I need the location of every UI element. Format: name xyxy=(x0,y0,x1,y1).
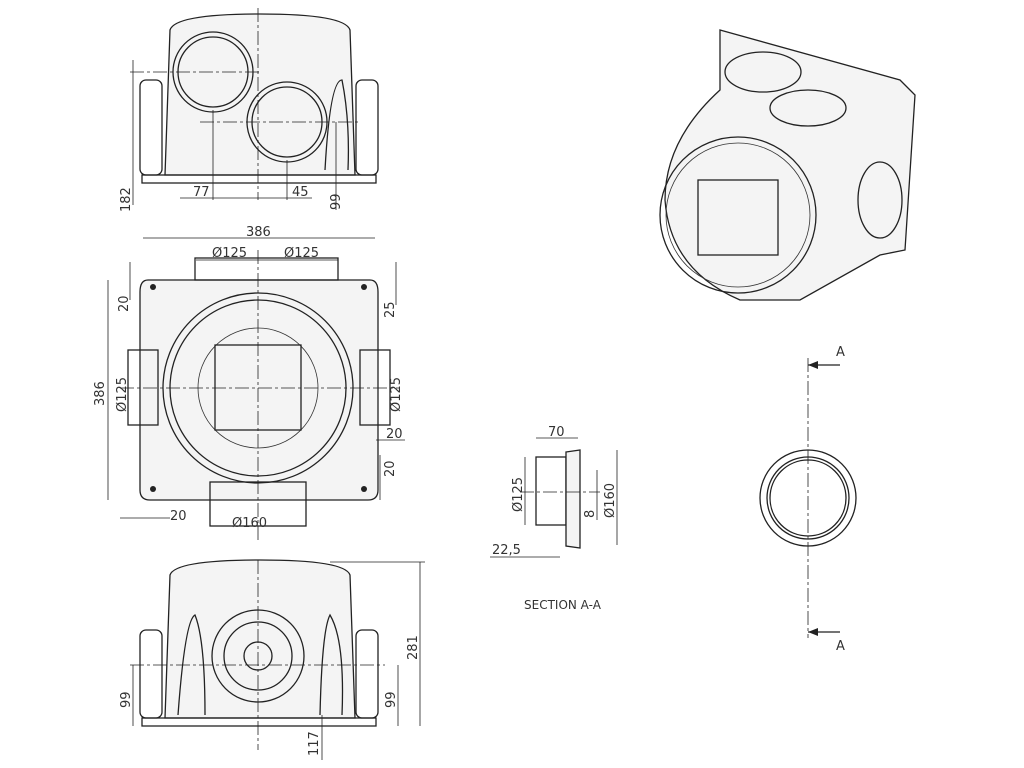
dim-outlet: Ø160 xyxy=(232,516,267,531)
isometric-view xyxy=(659,29,916,301)
cut-label-top: A xyxy=(836,345,845,360)
dim-plan-width: 386 xyxy=(246,225,271,240)
dim-plan-depth: 386 xyxy=(93,381,108,406)
dim-front-height: 281 xyxy=(406,635,421,660)
plan-view: 386 Ø125 Ø125 386 20 25 Ø125 Ø125 20 20 … xyxy=(93,225,405,540)
dim-offset-right: 45 xyxy=(292,185,309,200)
dim-left-axis: 99 xyxy=(119,691,134,708)
section-a-a: 70 Ø125 Ø160 8 22,5 SECTION A-A xyxy=(490,425,618,612)
dim-bottom-axis: 117 xyxy=(307,731,322,756)
top-elevation-view: 182 77 45 99 xyxy=(119,8,379,212)
section-title: SECTION A-A xyxy=(524,598,602,612)
dim-section-inner: Ø125 xyxy=(511,477,526,512)
pipe-end-view: A A xyxy=(759,345,857,654)
dim-top-right: 25 xyxy=(383,301,398,318)
dim-right-mid: 20 xyxy=(386,427,403,442)
dim-inlet-right: Ø125 xyxy=(389,377,404,412)
dim-right-low: 20 xyxy=(383,460,398,477)
dim-offset-left: 77 xyxy=(193,185,210,200)
dim-height-right: 99 xyxy=(329,193,344,210)
dim-top-height: 182 xyxy=(119,187,134,212)
cut-label-bottom: A xyxy=(836,639,845,654)
dim-right-axis: 99 xyxy=(384,691,399,708)
dim-section-spigot: 22,5 xyxy=(492,543,521,558)
dim-bottom-left: 20 xyxy=(170,509,187,524)
dim-top-left: 20 xyxy=(117,295,132,312)
dim-section-flange: 8 xyxy=(583,510,598,518)
dim-section-length: 70 xyxy=(548,425,565,440)
front-elevation-view: 281 99 99 117 xyxy=(119,559,425,760)
dim-section-outer: Ø160 xyxy=(603,483,618,518)
dim-inlet-left-top: Ø125 xyxy=(212,246,247,261)
dim-inlet-right-top: Ø125 xyxy=(284,246,319,261)
dim-inlet-left: Ø125 xyxy=(115,377,130,412)
